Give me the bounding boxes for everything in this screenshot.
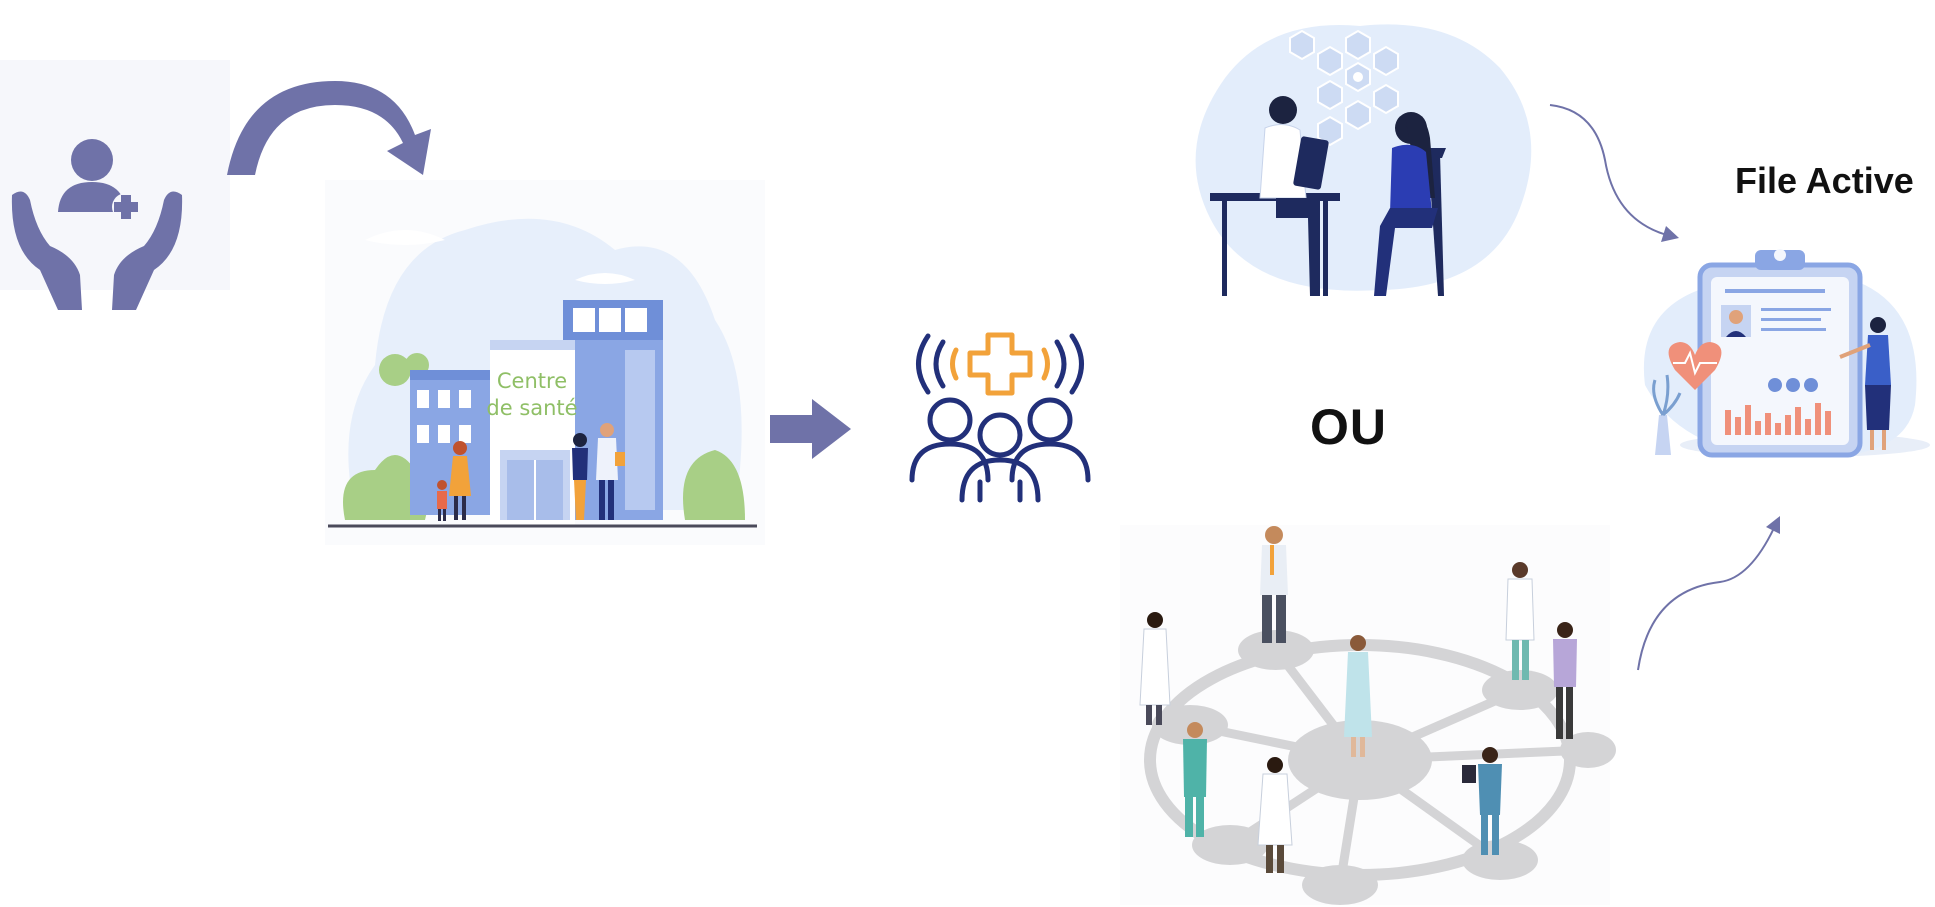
hands-holding-person-icon	[0, 60, 230, 310]
thin-curved-arrow-bottom	[1637, 516, 1780, 671]
patient-file-clipboard-icon	[1643, 249, 1930, 458]
file-active-label: File Active	[1735, 160, 1914, 201]
consultation-icon	[1195, 24, 1532, 296]
curved-arrow-icon	[227, 81, 431, 175]
health-centre-building-icon: Centre de santé	[325, 180, 765, 545]
thin-curved-arrow-top	[1549, 104, 1679, 242]
or-label: OU	[1310, 399, 1387, 455]
care-network-icon	[1120, 525, 1616, 905]
right-arrow-icon	[770, 399, 851, 459]
care-team-icon	[909, 332, 1091, 503]
centre-sign-line2: de santé	[486, 396, 577, 420]
centre-sign-line1: Centre	[497, 369, 567, 393]
